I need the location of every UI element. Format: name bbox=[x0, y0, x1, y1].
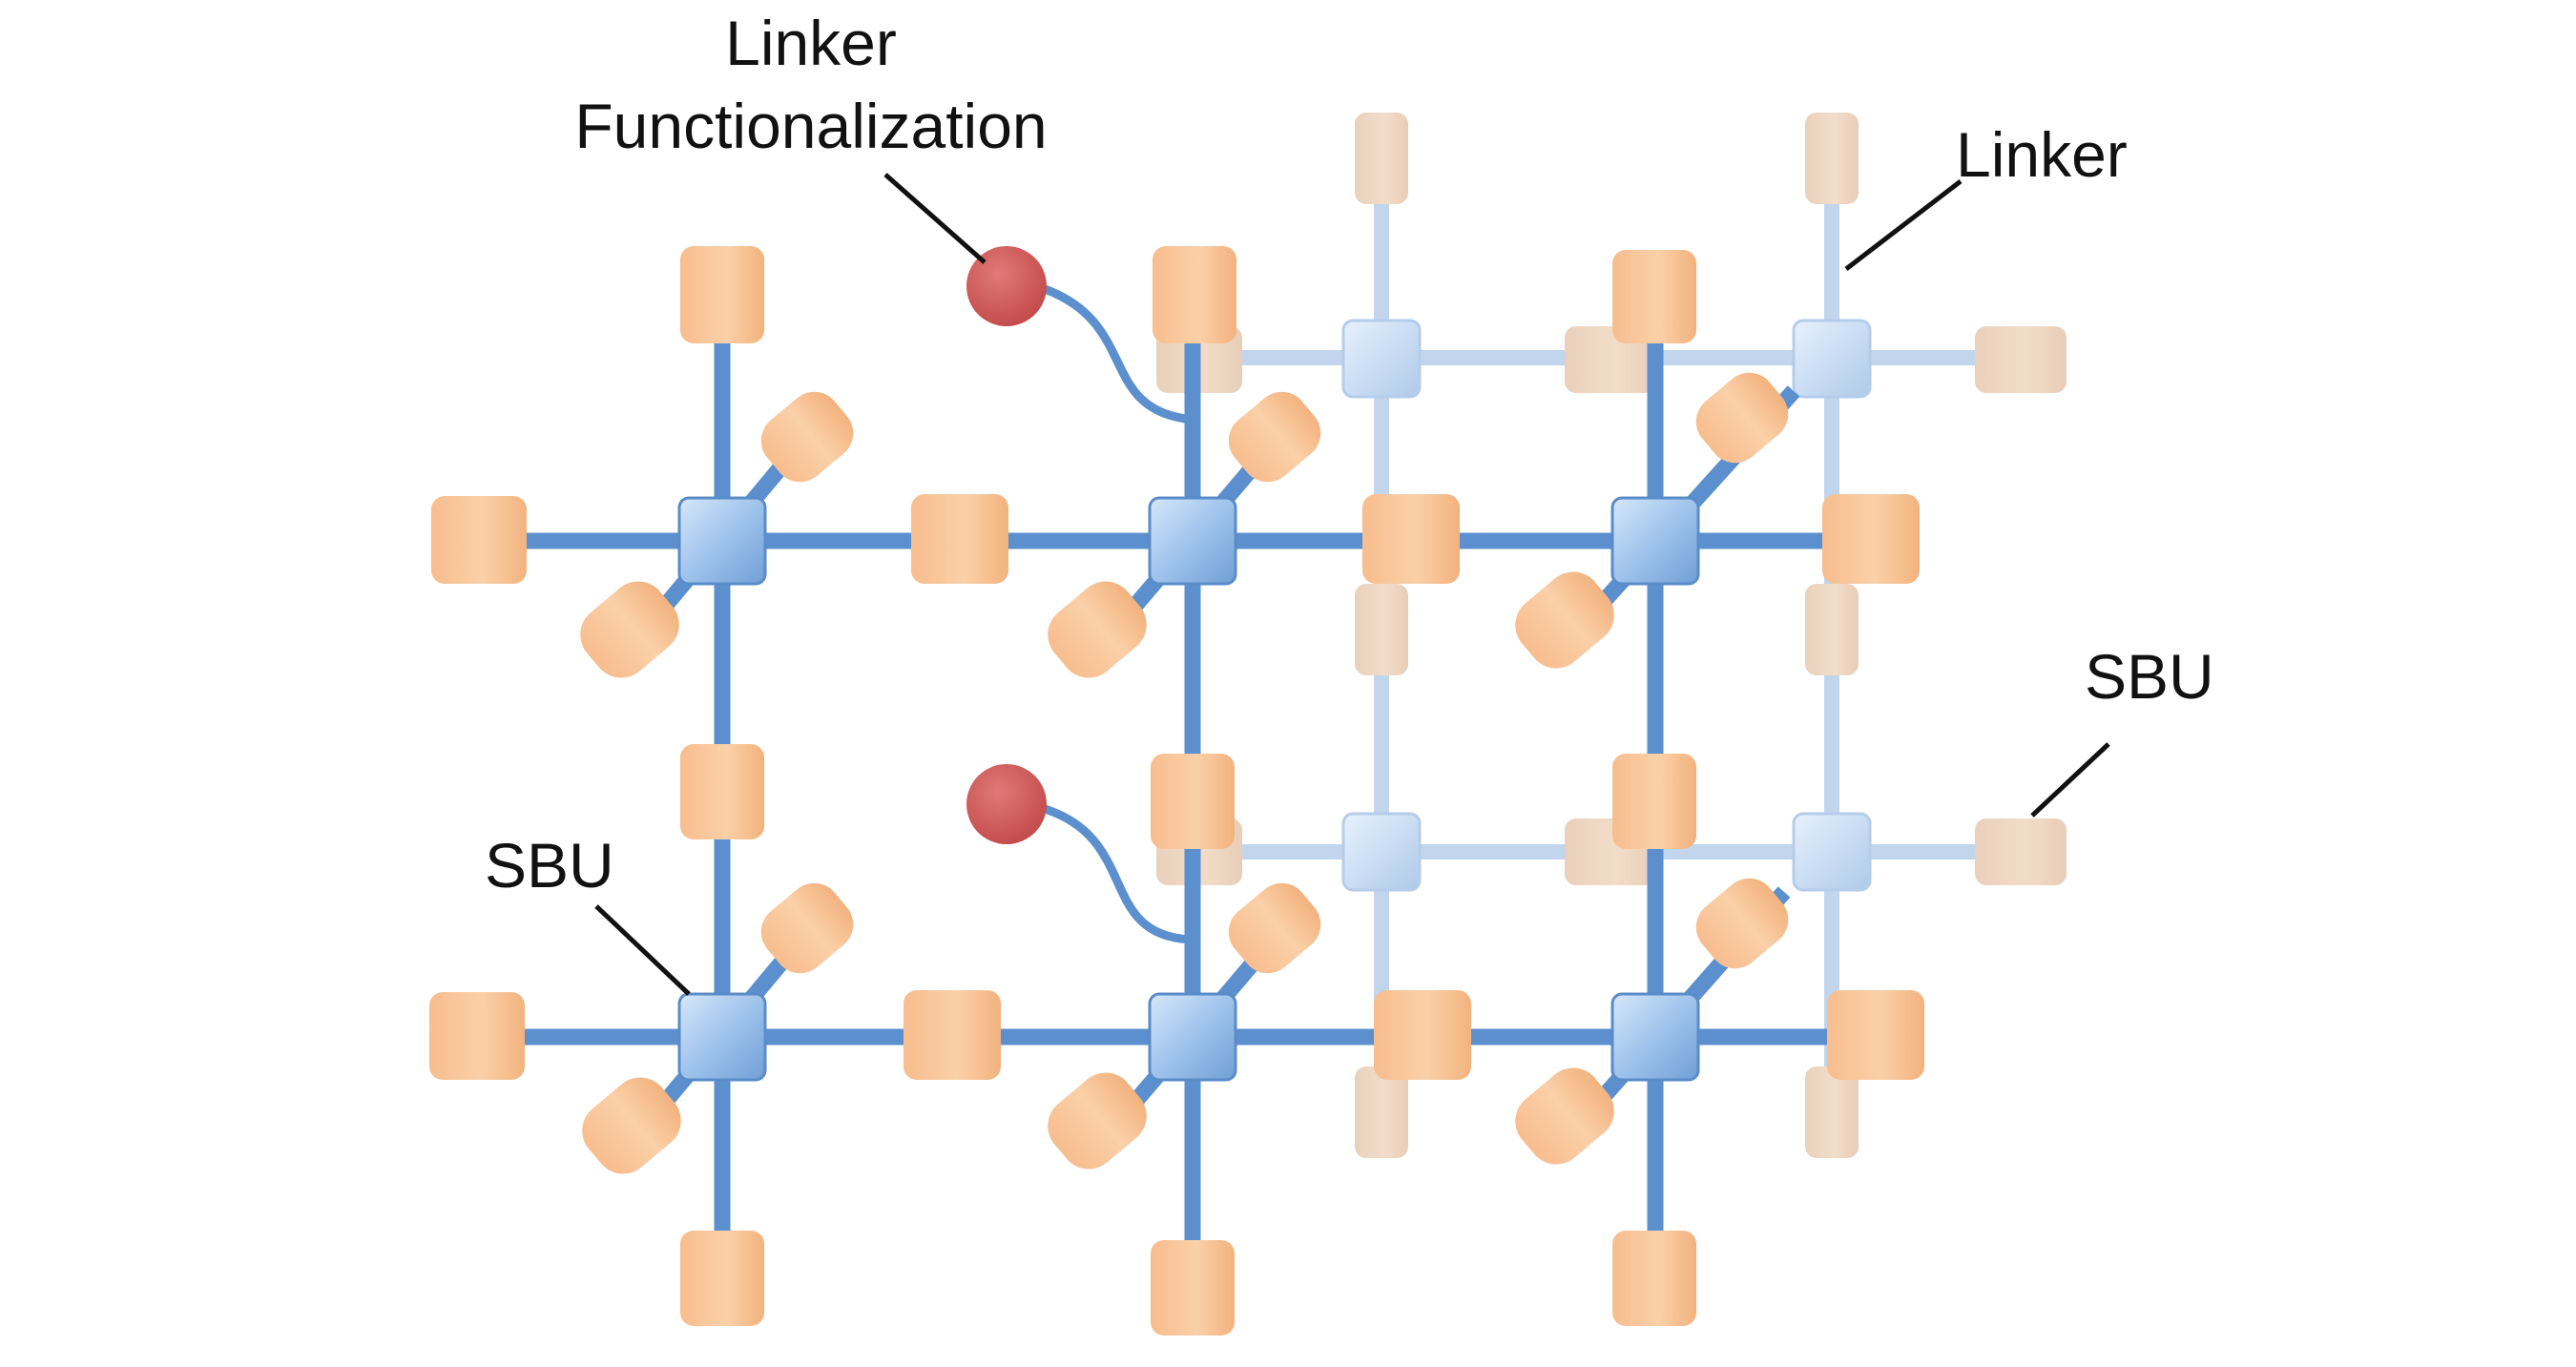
sbu-node bbox=[677, 496, 767, 586]
end-cap bbox=[431, 496, 527, 584]
functional-group bbox=[966, 246, 1047, 326]
annotation-leaders bbox=[594, 173, 2110, 996]
label-linker-functionalization-line1: Linker bbox=[725, 8, 897, 78]
end-cap bbox=[580, 581, 679, 678]
end-cap bbox=[760, 391, 854, 483]
sbu-node bbox=[1792, 812, 1872, 892]
end-cap bbox=[1048, 581, 1147, 678]
end-cap bbox=[1362, 494, 1460, 584]
end-cap bbox=[680, 1231, 764, 1326]
label-sbu-right: SBU bbox=[2085, 641, 2214, 712]
end-cap bbox=[1228, 391, 1321, 483]
end-cap bbox=[1048, 1072, 1147, 1170]
end-cap bbox=[1822, 494, 1920, 584]
sbu-node bbox=[1148, 496, 1237, 586]
sbu-node bbox=[1610, 496, 1700, 586]
end-cap bbox=[429, 992, 525, 1080]
sbu-nodes bbox=[677, 496, 1700, 1082]
end-cap bbox=[1612, 754, 1696, 849]
end-cap bbox=[680, 744, 764, 839]
sbu-node bbox=[1792, 319, 1872, 399]
end-cap bbox=[1151, 754, 1235, 849]
end-cap bbox=[1228, 882, 1321, 974]
functional-group-tether bbox=[1043, 804, 1192, 944]
end-cap bbox=[1612, 250, 1696, 343]
end-cap bbox=[1355, 584, 1408, 675]
leader-line-sbu-right bbox=[2030, 742, 2110, 818]
sbu-node bbox=[1341, 812, 1422, 892]
leader-line-sbu-left bbox=[594, 904, 691, 996]
label-sbu-left: SBU bbox=[485, 830, 614, 901]
end-cap bbox=[1805, 584, 1859, 675]
end-cap bbox=[1153, 246, 1236, 343]
end-cap bbox=[1975, 818, 2067, 885]
end-cap bbox=[1695, 878, 1789, 969]
back-sbu-nodes bbox=[1341, 319, 1872, 892]
end-cap bbox=[1805, 1067, 1859, 1158]
linker-end-caps bbox=[429, 246, 1924, 1336]
end-cap bbox=[911, 494, 1008, 584]
end-cap bbox=[680, 246, 764, 343]
end-cap bbox=[1975, 326, 2067, 393]
leader-line-linker bbox=[1844, 179, 1963, 271]
annotation-labels: Linker Functionalization Linker SBU SBU bbox=[485, 8, 2214, 901]
functional-group bbox=[966, 764, 1047, 844]
functional-group-tether bbox=[1043, 284, 1194, 425]
end-cap bbox=[1151, 1240, 1235, 1336]
end-cap bbox=[760, 882, 854, 974]
end-cap bbox=[1374, 990, 1471, 1080]
sbu-node bbox=[1341, 319, 1422, 399]
end-cap bbox=[1515, 571, 1614, 669]
sbu-node bbox=[677, 992, 767, 1082]
end-cap bbox=[904, 990, 1001, 1080]
end-cap bbox=[1805, 113, 1859, 204]
label-linker: Linker bbox=[1956, 119, 2128, 190]
end-cap bbox=[1695, 372, 1789, 464]
end-cap bbox=[1355, 1067, 1408, 1158]
end-cap bbox=[1827, 990, 1924, 1080]
label-linker-functionalization-line2: Functionalization bbox=[574, 91, 1047, 161]
sbu-node bbox=[1610, 992, 1700, 1082]
end-cap bbox=[582, 1077, 681, 1174]
end-cap bbox=[1355, 113, 1408, 204]
sbu-node bbox=[1148, 992, 1237, 1082]
linker-functional-groups bbox=[966, 246, 1194, 944]
leader-line-functionalization bbox=[883, 173, 987, 264]
end-cap bbox=[1515, 1067, 1614, 1165]
end-cap bbox=[1612, 1231, 1696, 1326]
